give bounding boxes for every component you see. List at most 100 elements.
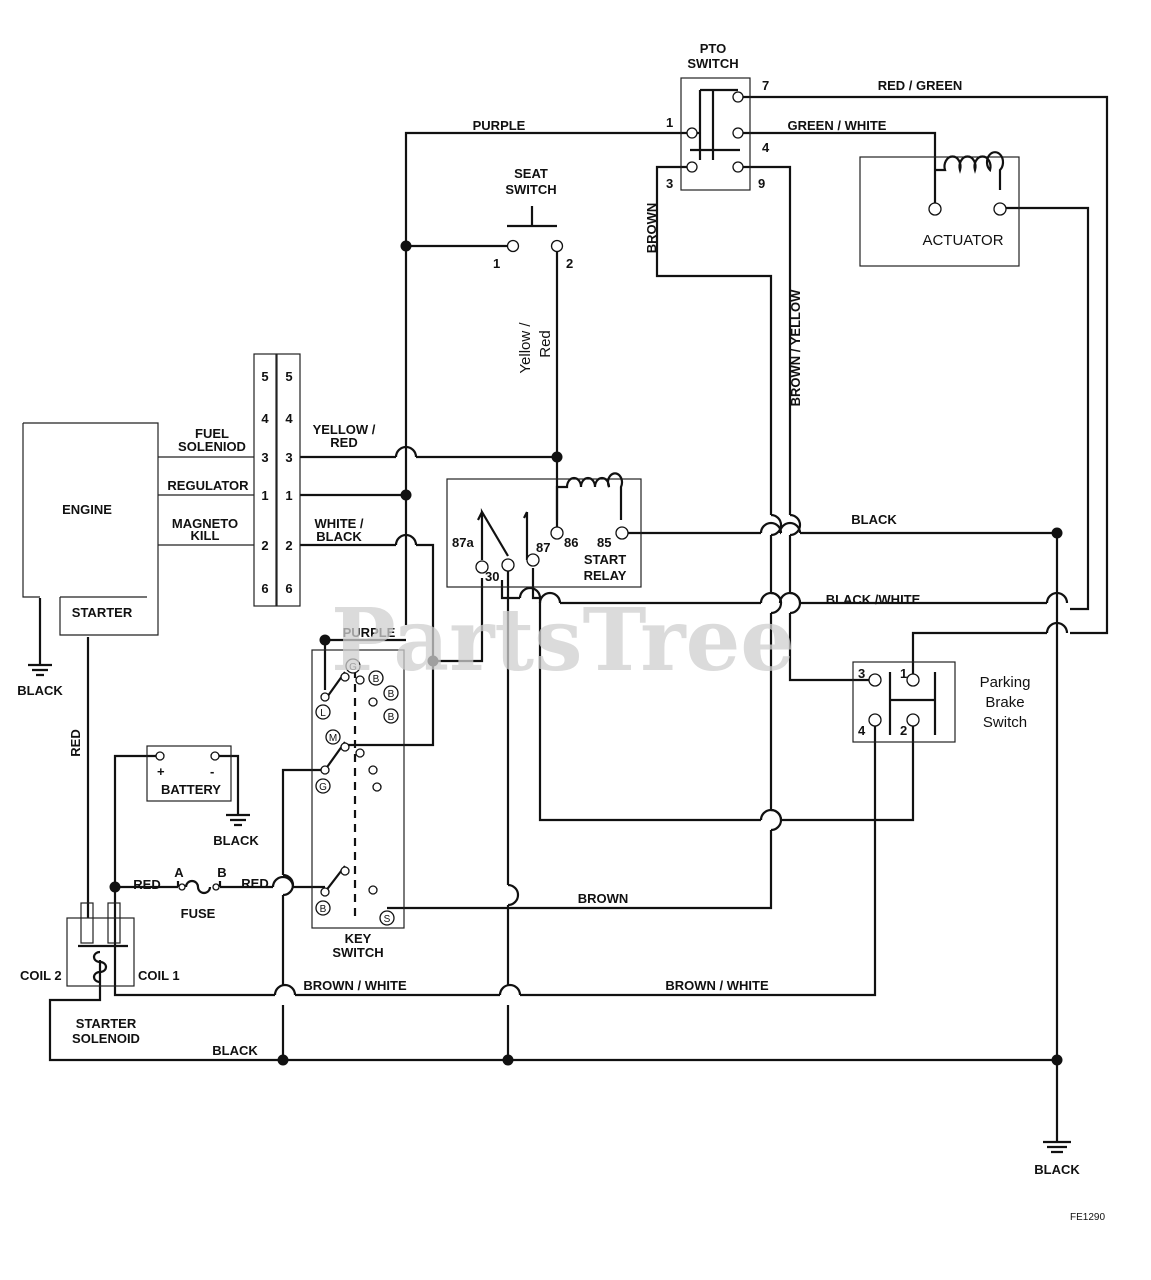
- svg-text:BLACK: BLACK: [316, 529, 362, 544]
- battery-label: BATTERY: [161, 782, 221, 797]
- brake-label-2: Brake: [985, 694, 1024, 711]
- coil-1-label: COIL 1: [138, 968, 180, 983]
- svg-text:WHITE /: WHITE /: [314, 516, 363, 531]
- wire-relay-30: [433, 578, 484, 663]
- svg-text:G: G: [349, 662, 357, 673]
- parking-brake-switch: 3 1 4 2 Parking Brake Switch: [852, 661, 1030, 743]
- wire-brown-pto-4: [387, 830, 773, 910]
- svg-text:5: 5: [261, 369, 268, 384]
- wire-red-green: [738, 95, 1109, 635]
- seat-label-2: SWITCH: [505, 182, 556, 197]
- regulator-label: REGULATOR: [167, 478, 249, 493]
- svg-text:RED / GREEN: RED / GREEN: [878, 78, 963, 93]
- svg-text:5: 5: [285, 369, 292, 384]
- wire-battery-minus: [215, 754, 240, 815]
- svg-text:PURPLE: PURPLE: [473, 118, 526, 133]
- wire-brown-yellow-3: [788, 613, 875, 682]
- fuse: A B FUSE: [174, 865, 226, 921]
- fuse-label: FUSE: [181, 906, 216, 921]
- seat-switch: SEAT SWITCH 1 2: [493, 166, 573, 271]
- svg-text:+: +: [157, 764, 165, 779]
- svg-text:B: B: [388, 712, 395, 723]
- svg-text:9: 9: [758, 176, 765, 191]
- fuel-solenoid-label-2: SOLENIOD: [178, 439, 246, 454]
- wires: [38, 95, 1109, 1142]
- wire-brake-1: [911, 631, 1047, 678]
- key-label-2: SWITCH: [332, 945, 383, 960]
- svg-text:3: 3: [666, 176, 673, 191]
- actuator-label: ACTUATOR: [922, 232, 1003, 249]
- wire-87a: [500, 580, 915, 822]
- wire-brown-pto: [655, 165, 773, 515]
- watermark: PartsTree: [331, 590, 795, 691]
- svg-text:BLACK /WHITE: BLACK /WHITE: [826, 592, 921, 607]
- wire-green-white: [738, 131, 937, 205]
- svg-text:2: 2: [285, 538, 292, 553]
- solenoid-label-2: SOLENOID: [72, 1031, 140, 1046]
- wire-crossovers: [271, 445, 1069, 996]
- relay-label-2: RELAY: [584, 568, 627, 583]
- svg-text:S: S: [384, 914, 391, 925]
- pto-label-1: PTO: [700, 41, 727, 56]
- svg-text:B: B: [320, 904, 327, 915]
- figure-code: FE1290: [1070, 1212, 1105, 1223]
- pto-label-2: SWITCH: [687, 56, 738, 71]
- svg-text:PURPLE: PURPLE: [343, 625, 396, 640]
- svg-text:4: 4: [261, 411, 269, 426]
- svg-text:85: 85: [597, 535, 611, 550]
- battery: + - BATTERY: [146, 745, 232, 802]
- svg-text:B: B: [373, 674, 380, 685]
- svg-text:BROWN / WHITE: BROWN / WHITE: [665, 978, 769, 993]
- svg-text:Yellow /: Yellow /: [517, 322, 534, 374]
- relay-label-1: START: [584, 552, 626, 567]
- wire-actuator-out: [1000, 206, 1090, 611]
- svg-text:G: G: [319, 782, 327, 793]
- key-switch: G B B B L M G B S KEY SWITCH: [311, 649, 405, 960]
- engine: ENGINE STARTER FUEL SOLENIOD REGULATOR M…: [22, 422, 249, 636]
- svg-text:M: M: [329, 733, 337, 744]
- wire-white-black-2: [345, 543, 435, 747]
- magneto-kill-label-2: KILL: [191, 528, 220, 543]
- svg-text:BROWN / YELLOW: BROWN / YELLOW: [788, 289, 803, 406]
- svg-text:BLACK: BLACK: [17, 683, 63, 698]
- actuator: ACTUATOR: [859, 151, 1020, 267]
- wire-black-white: [531, 568, 540, 600]
- engine-label: ENGINE: [62, 502, 112, 517]
- svg-text:4: 4: [762, 140, 770, 155]
- svg-text:1: 1: [285, 488, 292, 503]
- svg-text:6: 6: [285, 581, 292, 596]
- svg-text:3: 3: [858, 666, 865, 681]
- svg-text:GREEN / WHITE: GREEN / WHITE: [788, 118, 887, 133]
- svg-text:B: B: [388, 689, 395, 700]
- svg-text:7: 7: [762, 78, 769, 93]
- svg-text:BROWN / WHITE: BROWN / WHITE: [303, 978, 407, 993]
- svg-text:3: 3: [261, 450, 268, 465]
- svg-text:B: B: [217, 865, 226, 880]
- engine-connector: 5 5 4 4 3 3 1 1 2 2 6 6: [253, 353, 301, 607]
- pto-switch: PTO SWITCH 7 1 4 3 9: [666, 41, 770, 191]
- svg-text:BLACK: BLACK: [851, 512, 897, 527]
- svg-text:87: 87: [536, 540, 550, 555]
- wire-purple-top: [404, 131, 692, 625]
- svg-text:86: 86: [564, 535, 578, 550]
- svg-text:RED: RED: [330, 435, 357, 450]
- svg-text:1: 1: [900, 666, 907, 681]
- key-label-1: KEY: [345, 931, 372, 946]
- svg-text:1: 1: [261, 488, 268, 503]
- svg-text:1: 1: [666, 115, 673, 130]
- wire-brown-yellow: [738, 165, 792, 515]
- svg-text:BROWN: BROWN: [644, 203, 659, 254]
- svg-text:4: 4: [858, 723, 866, 738]
- svg-text:RED: RED: [241, 876, 268, 891]
- svg-text:6: 6: [261, 581, 268, 596]
- svg-text:RED: RED: [68, 729, 83, 756]
- wire-labels: RED / GREEN PURPLE GREEN / WHITE BROWN B…: [17, 78, 1080, 1177]
- svg-text:4: 4: [285, 411, 293, 426]
- ground-symbols: [28, 663, 1071, 1154]
- svg-text:BLACK: BLACK: [213, 833, 259, 848]
- wire-battery-plus: [113, 754, 160, 918]
- svg-text:2: 2: [900, 723, 907, 738]
- wire-brake-4: [520, 720, 877, 997]
- svg-text:87a: 87a: [452, 535, 474, 550]
